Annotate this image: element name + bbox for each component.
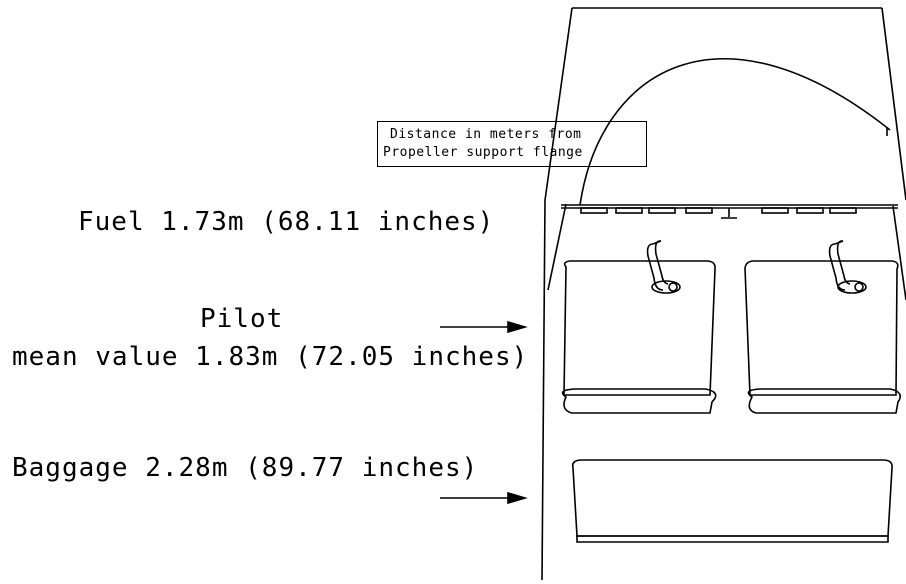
left-headrest-knob [668, 282, 678, 292]
canopy-arc [579, 58, 891, 206]
left-headrest [651, 280, 681, 294]
right-seat-cushion [747, 388, 901, 414]
panel-cell [648, 207, 676, 214]
baggage-compartment [571, 459, 893, 537]
panel-cell [685, 207, 713, 214]
left-headrest-strap-2 [654, 240, 669, 285]
baggage-floor [576, 535, 889, 543]
fuselage-right-outline [881, 7, 906, 201]
right-seat-back [744, 260, 899, 396]
panel-cell [829, 207, 857, 214]
fuselage-left-outline [541, 7, 573, 581]
left-headrest-strap-3 [652, 240, 662, 245]
note-line-1: Distance in meters from [390, 127, 582, 142]
pilot-title: Pilot [200, 304, 284, 334]
panel-cell [796, 207, 824, 214]
right-headrest-strap-3 [834, 240, 844, 245]
note-line-2: Propeller support flange [383, 145, 583, 160]
left-headrest-strap [646, 243, 664, 291]
left-seat-cushion [561, 388, 717, 414]
pilot-arrow-head [507, 320, 528, 334]
right-headrest-knob [854, 282, 864, 292]
panel-cell [761, 207, 789, 214]
baggage-arrow-head [507, 491, 528, 505]
control-stick-icon [721, 208, 737, 219]
pilot-value: mean value 1.83m (72.05 inches) [12, 342, 529, 372]
note-box [377, 121, 647, 167]
left-window-frame [547, 203, 567, 291]
panel-cell [615, 207, 643, 214]
baggage-label: Baggage 2.28m (89.77 inches) [12, 453, 479, 483]
panel-cell [580, 207, 608, 214]
right-headrest-strap-2 [836, 240, 851, 285]
right-headrest-strap [828, 243, 846, 291]
left-seat-back [563, 260, 716, 396]
right-headrest [837, 280, 867, 294]
right-window-frame [892, 205, 906, 301]
fuel-label: Fuel 1.73m (68.11 inches) [78, 207, 495, 237]
